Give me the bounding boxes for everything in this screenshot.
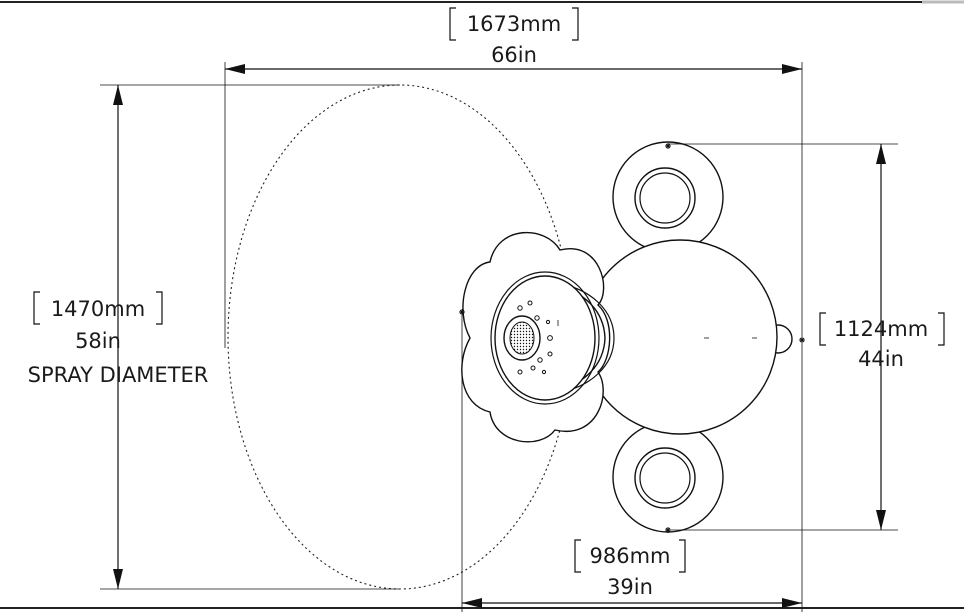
height-label: 1124mm 44in [819, 312, 945, 371]
spray-metric: 1470mm [51, 297, 145, 321]
depth-metric: 986mm [590, 544, 671, 568]
datum-markers [459, 143, 805, 533]
height-metric: 1124mm [834, 317, 928, 341]
flower-mushroom-feature [461, 141, 793, 533]
height-imperial: 44in [858, 347, 904, 371]
top-ear [612, 141, 724, 253]
flower-head [461, 231, 615, 443]
overall-width-metric: 1673mm [467, 12, 561, 36]
spray-imperial: 58in [75, 329, 121, 353]
overall-width-label: 1673mm 66in [449, 7, 579, 67]
overall-width-imperial: 66in [491, 43, 537, 67]
depth-label: 986mm 39in [574, 539, 686, 599]
spray-holes [517, 300, 553, 375]
dimension-lines [113, 64, 886, 608]
spray-diameter-caption: SPRAY DIAMETER [28, 363, 209, 387]
depth-imperial: 39in [607, 575, 653, 599]
spray-diameter-label: 1470mm 58in SPRAY DIAMETER [28, 291, 209, 387]
bottom-ear [612, 421, 724, 533]
